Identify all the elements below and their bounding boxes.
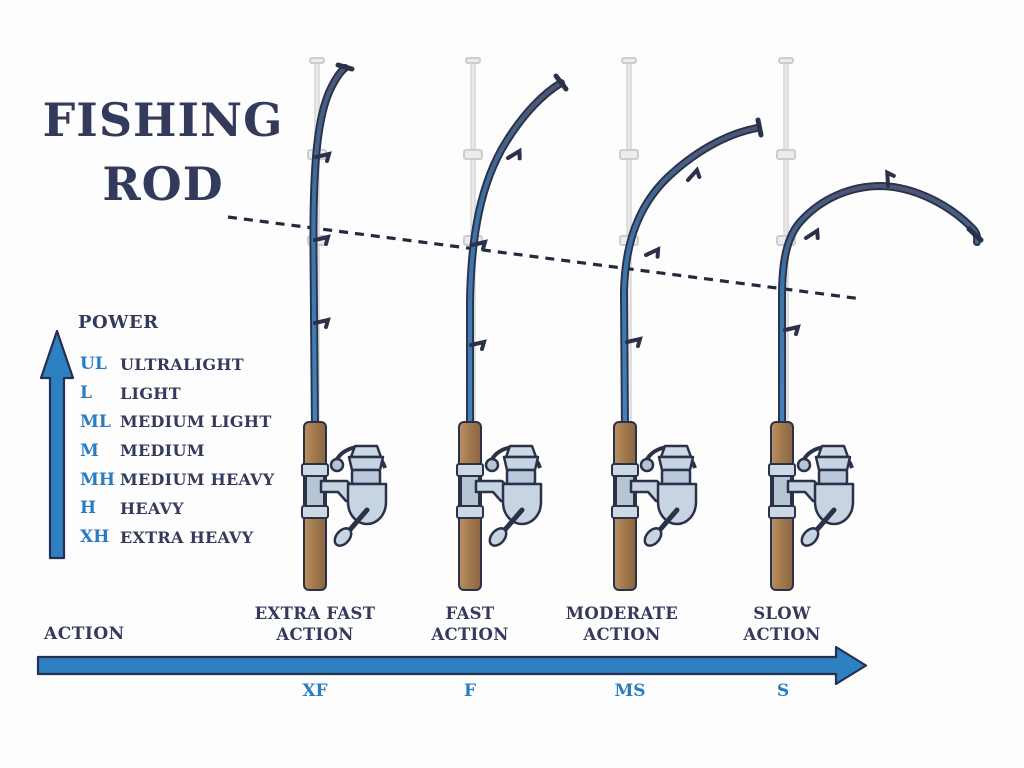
rod-extra-fast: [309, 62, 355, 436]
action-abbr-ms: MS: [614, 681, 646, 701]
action-label-moderate: MODERATE ACTION: [527, 603, 717, 645]
reel-icon: [321, 446, 386, 549]
rod-handle: [456, 421, 484, 591]
power-abbr: H: [80, 498, 97, 519]
rod-moderate: [619, 117, 764, 436]
action-label-line2: ACTION: [276, 625, 354, 644]
action-label-line1: EXTRA FAST: [254, 604, 376, 623]
power-legend-row-m: M MEDIUM: [80, 436, 275, 465]
action-label-line2: ACTION: [743, 625, 821, 644]
power-label: LIGHT: [120, 383, 181, 403]
power-label: EXTRA HEAVY: [120, 527, 254, 547]
power-abbr: UL: [80, 354, 107, 375]
action-label-line2: ACTION: [583, 625, 661, 644]
power-legend-row-l: L LIGHT: [80, 379, 275, 408]
action-label-line2: ACTION: [431, 625, 509, 644]
action-abbr-xf: XF: [302, 681, 328, 701]
page-title-line2: ROD: [102, 157, 224, 211]
rod-guides: [313, 149, 897, 351]
ghost-rods: [307, 57, 796, 431]
action-label-line1: MODERATE: [565, 604, 679, 623]
power-legend-row-ul: UL ULTRALIGHT: [80, 350, 275, 379]
action-label-fast: FAST ACTION: [375, 603, 565, 645]
reel-icon: [631, 446, 696, 549]
action-axis-arrow-icon: [36, 645, 868, 686]
action-abbr-f: F: [463, 681, 477, 701]
rod-handle: [768, 421, 796, 591]
power-legend-row-ml: ML MEDIUM LIGHT: [80, 408, 275, 437]
page-title: FISHING ROD: [30, 88, 296, 216]
rods: [309, 62, 984, 436]
power-label: ULTRALIGHT: [120, 354, 244, 374]
power-arrow-icon: [39, 329, 75, 560]
power-label: HEAVY: [120, 498, 184, 518]
rod-handle: [301, 421, 329, 591]
rod-fast: [466, 73, 569, 436]
reel-icon: [788, 446, 853, 549]
power-abbr: XH: [80, 527, 110, 548]
reel-icon: [476, 446, 541, 549]
action-label-slow: SLOW ACTION: [687, 603, 877, 645]
page-title-line1: FISHING: [42, 93, 284, 147]
power-legend-row-mh: MH MEDIUM HEAVY: [80, 465, 275, 494]
action-label-extra-fast: EXTRA FAST ACTION: [220, 603, 410, 645]
dashed-deflection-line: [227, 215, 863, 301]
power-abbr: L: [80, 383, 92, 404]
power-abbr: MH: [80, 469, 115, 490]
power-label: MEDIUM: [120, 441, 205, 461]
power-abbr: ML: [80, 411, 111, 432]
rod-slow: [778, 181, 984, 436]
action-axis-label: ACTION: [44, 624, 125, 644]
rod-handle: [611, 421, 639, 591]
handles-and-reels: [301, 421, 853, 591]
power-heading: POWER: [78, 312, 159, 333]
power-label: MEDIUM HEAVY: [120, 470, 275, 490]
action-abbr-s: S: [776, 681, 790, 701]
power-legend: UL ULTRALIGHT L LIGHT ML MEDIUM LIGHT M …: [80, 350, 275, 552]
action-label-line1: FAST: [445, 604, 495, 623]
action-label-line1: SLOW: [753, 604, 811, 623]
power-label: MEDIUM LIGHT: [120, 412, 272, 432]
power-legend-row-xh: XH EXTRA HEAVY: [80, 523, 275, 552]
power-abbr: M: [80, 440, 99, 461]
power-legend-row-h: H HEAVY: [80, 494, 275, 523]
